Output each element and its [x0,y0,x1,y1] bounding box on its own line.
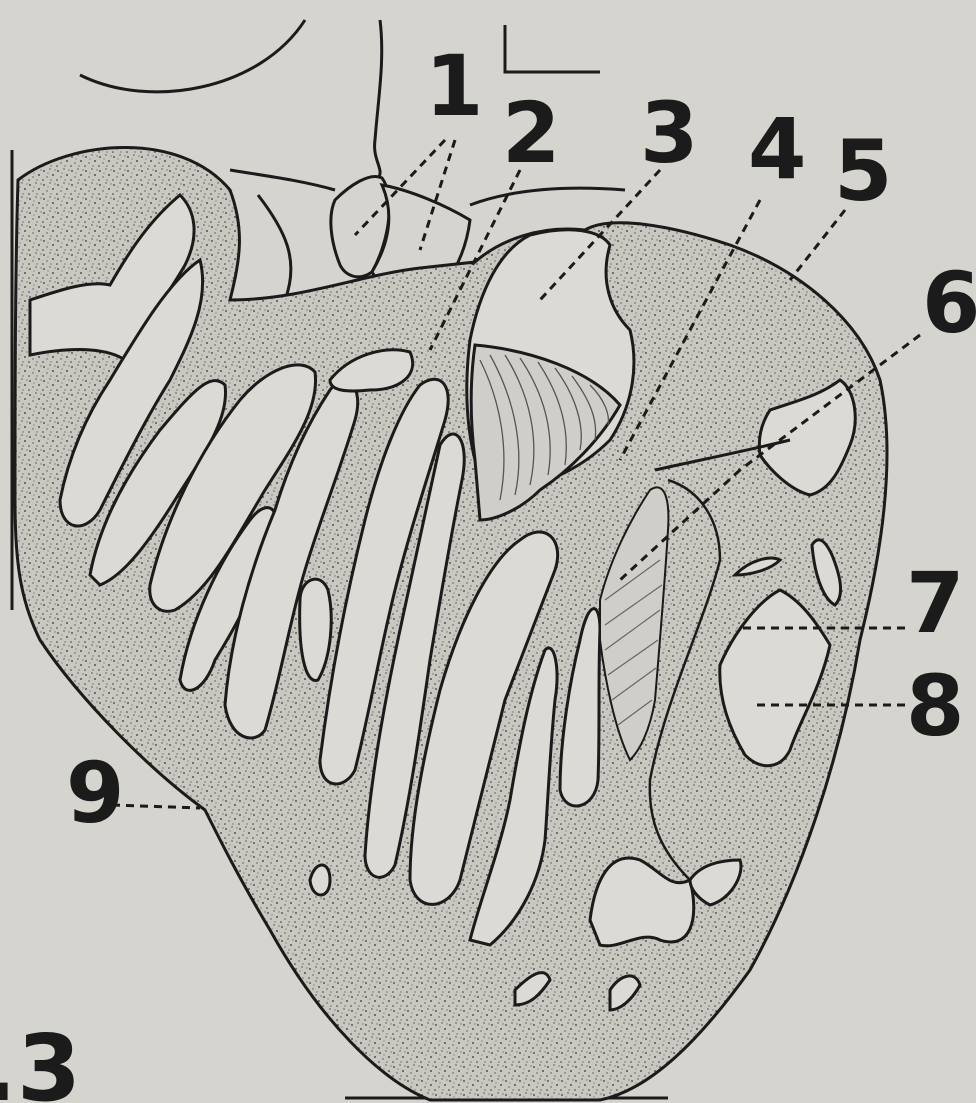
callout-3: 3 [640,84,698,182]
callout-4: 4 [748,100,806,198]
callout-9: 9 [66,744,124,842]
callout-2: 2 [502,84,560,182]
callout-6: 6 [922,254,976,352]
callout-8: 8 [906,657,964,755]
callout-1: 1 [425,37,483,135]
callout-5: 5 [834,122,892,220]
figure-number: .3 [0,1015,81,1103]
callout-7: 7 [906,554,964,652]
